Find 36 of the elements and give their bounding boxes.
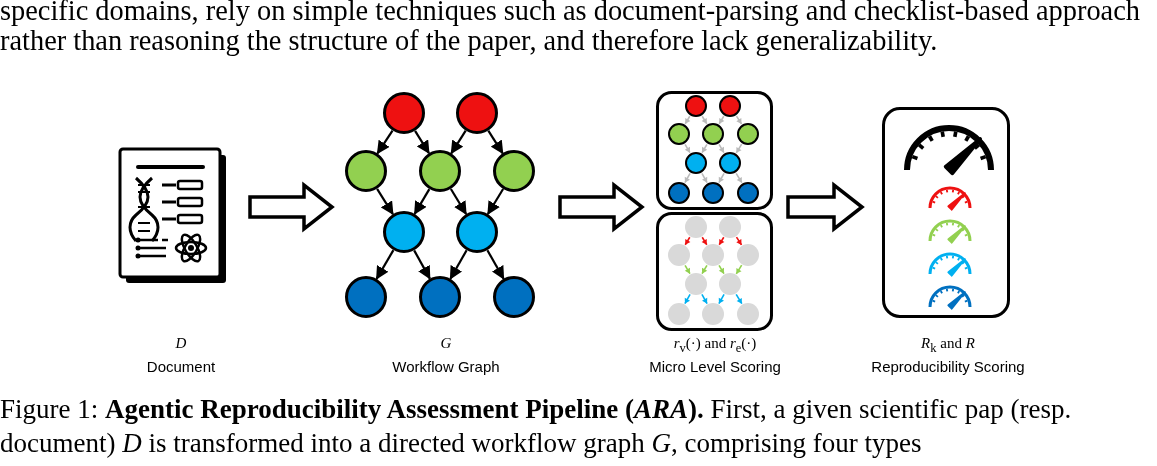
- arrow: [376, 188, 394, 216]
- math-label: D: [175, 335, 187, 352]
- stage-label: Reproducibility Scoring: [871, 358, 1025, 375]
- stage-label: Document: [146, 358, 216, 375]
- math-label: R$_{k}$ and R: [921, 335, 975, 356]
- graph-node-circle: [383, 211, 425, 253]
- graph-node-circle: [456, 92, 498, 134]
- graph-node-circle: [456, 211, 498, 253]
- block-arrow: [786, 181, 865, 233]
- graph-node-circle: [493, 150, 535, 192]
- graph-node-circle: [345, 150, 387, 192]
- math-label: r$_{v}$(·) and r$_{e}$(·): [673, 335, 757, 356]
- body-text: specific domains, rely on simple techniques such as document-parsing and checklist-based approach: [0, 0, 1140, 26]
- arrow: [413, 188, 431, 215]
- arrow: [487, 130, 504, 155]
- graph-node-circle: [419, 276, 461, 318]
- arrow: [413, 249, 431, 280]
- arrow: [376, 129, 394, 155]
- stage-label: Micro Level Scoring: [649, 358, 781, 375]
- math-label: G: [440, 335, 452, 352]
- arrow: [486, 188, 505, 215]
- arrow: [450, 130, 467, 155]
- figure-caption: Figure 1: Agentic Reproducibility Assessment Pipeline (ARA). First, a given scientific pap (resp. document) D is transformed into a directed workflow graph G, comprising four types: [0, 393, 1073, 460]
- graph-node-circle: [345, 276, 387, 318]
- stage-label: Workflow Graph: [392, 358, 500, 375]
- arrow: [449, 188, 468, 215]
- arrow: [375, 249, 395, 280]
- graph-node-circle: [383, 92, 425, 134]
- graph-node-circle: [419, 150, 461, 192]
- graph-node-circle: [493, 276, 535, 318]
- block-arrow: [248, 181, 335, 233]
- block-arrow: [558, 181, 645, 233]
- body-text: rather than reasoning the structure of the paper, and therefore lack generalizability.: [0, 26, 938, 56]
- arrow: [449, 249, 468, 280]
- arrow: [414, 130, 430, 155]
- arrow: [486, 249, 505, 280]
